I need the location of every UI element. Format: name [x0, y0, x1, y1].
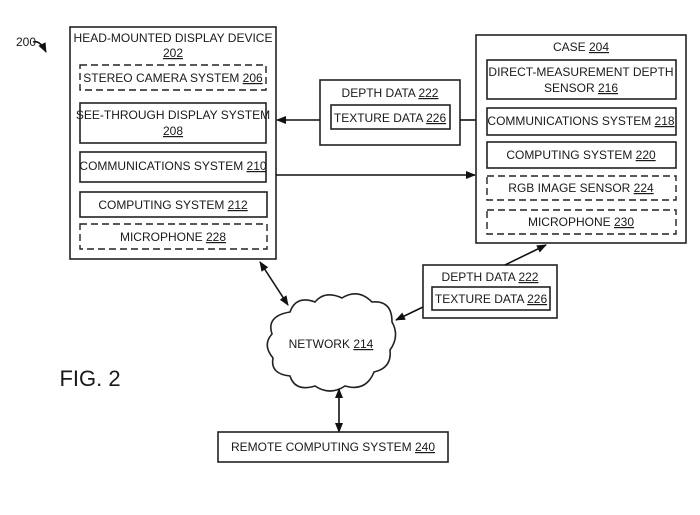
svg-text:COMMUNICATIONS SYSTEM 210: COMMUNICATIONS SYSTEM 210 [79, 159, 266, 173]
svg-text:RGB IMAGE SENSOR 224: RGB IMAGE SENSOR 224 [508, 181, 654, 195]
hmd-number: 202 [163, 46, 183, 60]
svg-text:CASE 204: CASE 204 [553, 40, 609, 54]
stereo-label: STEREO CAMERA SYSTEM [83, 71, 242, 85]
data-packet-bottom: DEPTH DATA 222 TEXTURE DATA 226 [422, 264, 558, 319]
depth-sensor-label2: SENSOR [544, 81, 598, 95]
svg-text:MICROPHONE 228: MICROPHONE 228 [120, 230, 226, 244]
case-title: CASE [553, 40, 589, 54]
display-label: SEE-THROUGH DISPLAY SYSTEM [76, 108, 270, 122]
arrow-packet-to-case [504, 244, 547, 266]
data-packet-top: DEPTH DATA 222 TEXTURE DATA 226 [319, 79, 461, 146]
depth-label: DEPTH DATA [342, 86, 419, 100]
depth-sensor-number: 216 [598, 81, 618, 95]
network-label: NETWORK [289, 337, 354, 351]
case-mic-label: MICROPHONE [528, 215, 614, 229]
case-communications-system [486, 107, 677, 136]
network-cloud-icon [266, 293, 397, 392]
rgb-image-sensor [486, 175, 677, 201]
figure-reference: 200 [16, 35, 36, 49]
case-mic-number: 230 [614, 215, 634, 229]
svg-text:DEPTH DATA 222: DEPTH DATA 222 [342, 86, 439, 100]
remote-number: 240 [415, 440, 435, 454]
case-microphone [486, 209, 677, 235]
remote-computing-system [217, 431, 449, 463]
rgb-number: 224 [634, 181, 654, 195]
svg-text:STEREO CAMERA SYSTEM 206: STEREO CAMERA SYSTEM 206 [83, 71, 263, 85]
network-number: 214 [353, 337, 373, 351]
depth-sensor-label: DIRECT-MEASUREMENT DEPTH [488, 65, 673, 79]
head-mounted-display-device: HEAD-MOUNTED DISPLAY DEVICE 202 STEREO C… [69, 26, 277, 260]
svg-text:DEPTH DATA 222: DEPTH DATA 222 [442, 270, 539, 284]
reference-arrow [32, 40, 47, 53]
svg-text:COMPUTING SYSTEM 220: COMPUTING SYSTEM 220 [506, 148, 656, 162]
svg-text:NETWORK 214: NETWORK 214 [289, 337, 374, 351]
stereo-number: 206 [243, 71, 263, 85]
svg-text:COMPUTING SYSTEM 212: COMPUTING SYSTEM 212 [98, 198, 248, 212]
stereo-camera-system [79, 64, 267, 91]
case-number: 204 [589, 40, 609, 54]
hmd-comms-number: 210 [247, 159, 267, 173]
svg-text:MICROPHONE 230: MICROPHONE 230 [528, 215, 634, 229]
hmd-mic-label: MICROPHONE [120, 230, 206, 244]
svg-text:TEXTURE DATA 226: TEXTURE DATA 226 [334, 111, 447, 125]
case: CASE 204 DIRECT-MEASUREMENT DEPTH SENSOR… [475, 34, 687, 244]
case-computing-system [486, 141, 677, 169]
hmd-mic-number: 228 [206, 230, 226, 244]
texture-number: 226 [426, 111, 446, 125]
depth-number-2: 222 [518, 270, 538, 284]
rgb-label: RGB IMAGE SENSOR [508, 181, 633, 195]
texture-label-2: TEXTURE DATA [435, 292, 527, 306]
svg-text:REMOTE COMPUTING SYSTEM 240: REMOTE COMPUTING SYSTEM 240 [231, 440, 435, 454]
arrow-packet-to-network [395, 306, 424, 321]
hmd-title: HEAD-MOUNTED DISPLAY DEVICE [74, 31, 273, 45]
texture-label: TEXTURE DATA [334, 111, 426, 125]
hmd-computing-label: COMPUTING SYSTEM [98, 198, 227, 212]
depth-label-2: DEPTH DATA [442, 270, 519, 284]
svg-text:SENSOR 216: SENSOR 216 [544, 81, 618, 95]
remote-label: REMOTE COMPUTING SYSTEM [231, 440, 415, 454]
case-computing-number: 220 [636, 148, 656, 162]
depth-number: 222 [418, 86, 438, 100]
case-computing-label: COMPUTING SYSTEM [506, 148, 635, 162]
texture-number-2: 226 [527, 292, 547, 306]
arrow-hmd-network [259, 261, 289, 306]
display-number: 208 [163, 124, 183, 138]
hmd-communications-system [79, 151, 267, 183]
hmd-comms-label: COMMUNICATIONS SYSTEM [79, 159, 246, 173]
svg-text:COMMUNICATIONS SYSTEM 218: COMMUNICATIONS SYSTEM 218 [487, 114, 674, 128]
see-through-display-system [79, 102, 267, 144]
direct-measurement-depth-sensor [486, 59, 677, 100]
figure-label: FIG. 2 [59, 366, 120, 391]
hmd-microphone [79, 223, 268, 250]
case-comms-number: 218 [655, 114, 675, 128]
hmd-computing-number: 212 [228, 198, 248, 212]
svg-text:TEXTURE DATA 226: TEXTURE DATA 226 [435, 292, 548, 306]
case-comms-label: COMMUNICATIONS SYSTEM [487, 114, 654, 128]
hmd-computing-system [79, 191, 268, 218]
